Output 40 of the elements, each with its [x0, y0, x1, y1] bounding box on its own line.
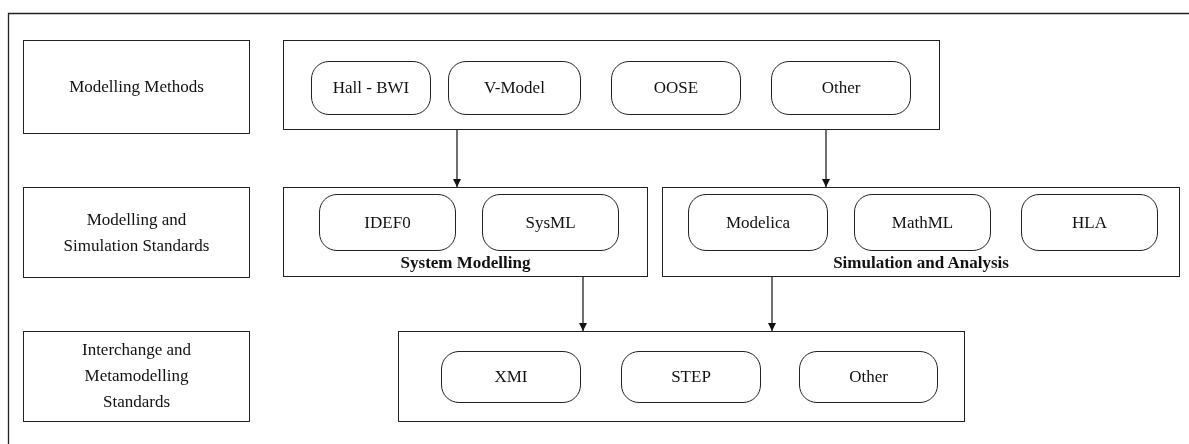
box-label: Modelica	[724, 211, 792, 234]
box-label: Hall - BWI	[331, 76, 411, 99]
item-box	[441, 351, 581, 403]
box-label: V-Model	[483, 76, 546, 99]
group-box	[283, 187, 648, 277]
item-box	[771, 61, 911, 115]
box-label: Other	[820, 76, 862, 99]
box-label: Modelling Methods	[68, 75, 205, 98]
box-label: STEP	[670, 365, 712, 388]
item-box	[854, 194, 991, 251]
arrow	[579, 276, 587, 332]
box-label: XMI	[493, 365, 529, 388]
item-box	[319, 194, 456, 251]
item-box	[311, 61, 431, 115]
group-title: System Modelling	[399, 251, 532, 274]
group-title: Simulation and Analysis	[832, 251, 1010, 274]
arrow	[453, 129, 461, 188]
item-box	[611, 61, 741, 115]
item-box	[448, 61, 581, 115]
box-label: IDEF0	[363, 211, 412, 234]
box-label: MathML	[890, 211, 955, 234]
group-box	[662, 187, 1180, 277]
group-box	[283, 40, 940, 130]
item-box	[688, 194, 828, 251]
item-box	[621, 351, 761, 403]
row-label-box	[23, 331, 250, 422]
box-label: Other	[848, 365, 889, 388]
item-box	[482, 194, 619, 251]
box-label: HLA	[1071, 211, 1108, 234]
arrow	[768, 276, 776, 332]
box-label: OOSE	[652, 76, 700, 99]
group-box	[398, 331, 965, 422]
row-label-box	[23, 187, 250, 278]
arrow	[822, 129, 830, 188]
box-label: Interchange and Metamodelling Standards	[81, 339, 192, 414]
box-label: SysML	[524, 211, 577, 234]
item-box	[799, 351, 938, 403]
row-label-box	[23, 40, 250, 134]
item-box	[1021, 194, 1158, 251]
box-label: Modelling and Simulation Standards	[62, 208, 211, 257]
